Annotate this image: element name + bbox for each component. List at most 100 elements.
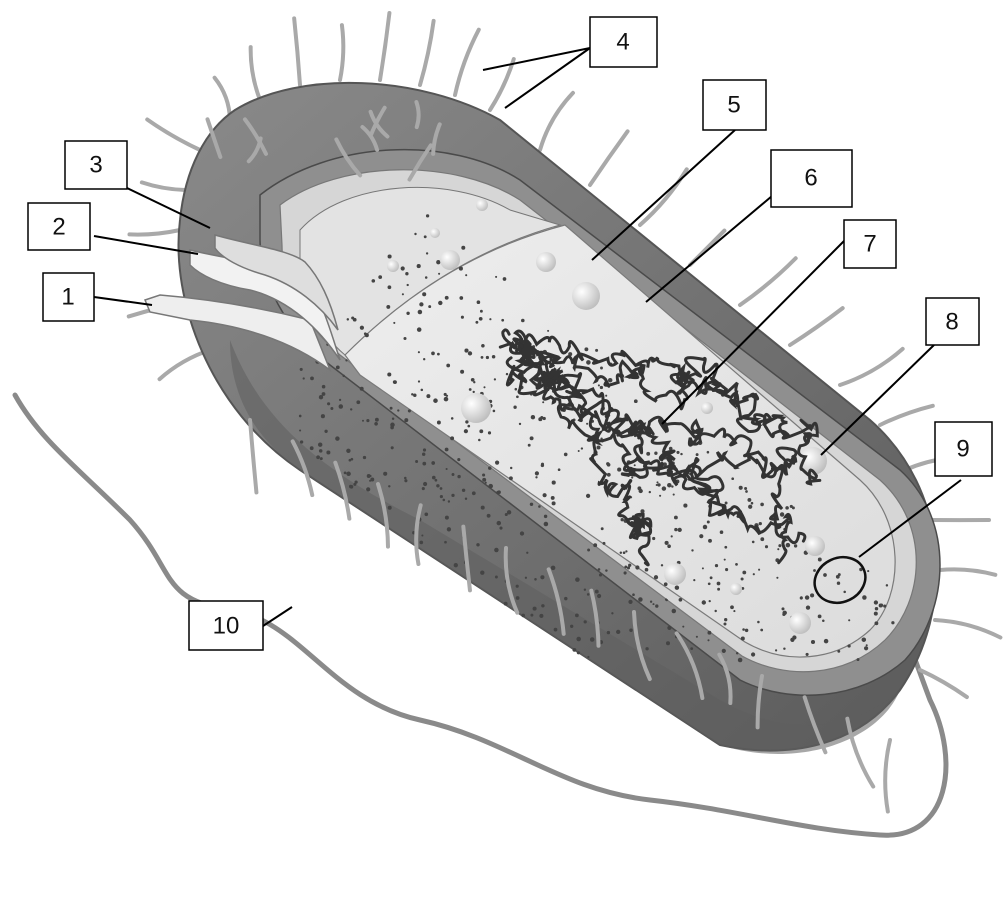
ribosome-dot (575, 577, 580, 582)
ribosome-dot (707, 639, 709, 641)
ribosome-dot (717, 582, 721, 586)
ribosome-dot (481, 344, 485, 348)
label-7: 7 (844, 220, 896, 268)
ribosome-dot (494, 548, 498, 552)
ribosome-dot (638, 597, 643, 602)
ribosome-dot (530, 503, 533, 506)
ribosome-dot (822, 620, 825, 623)
label-1-text: 1 (61, 284, 74, 311)
ribosome-dot (459, 296, 463, 300)
ribosome-dot (699, 534, 703, 538)
ribosome-dot (724, 618, 727, 621)
ribosome-dot (735, 563, 738, 566)
ribosome-dot (339, 404, 343, 408)
ribosome-dot (413, 394, 417, 398)
ribosome-dot (310, 446, 314, 450)
ribosome-dot (778, 544, 781, 547)
ribosome-dot (469, 388, 472, 391)
ribosome-dot (366, 419, 369, 422)
label-2-text: 2 (52, 214, 65, 241)
ribosome-dot (605, 569, 607, 571)
ribosome-dot (662, 486, 666, 490)
ribosome-dot (654, 452, 657, 455)
ribosome-dot (393, 380, 396, 383)
ribosome-dot (450, 436, 454, 440)
ribosome-dot (599, 573, 602, 576)
ribosome-dot (503, 277, 507, 281)
ribosome-dot (351, 458, 354, 461)
ribosome-dot (661, 564, 663, 566)
ribosome-dot (423, 358, 425, 360)
ribosome-dot (388, 254, 392, 258)
pilus (840, 349, 903, 385)
ribosome-dot (786, 543, 791, 548)
ribosome-dot (300, 440, 303, 443)
ribosome-dot (444, 397, 449, 402)
ribosome-dot (319, 449, 323, 453)
ribosome-dot (388, 485, 390, 487)
ribosome-dot (507, 510, 511, 514)
inclusion (387, 260, 399, 272)
ribosome-dot (299, 429, 301, 431)
ribosome-dot (649, 491, 651, 493)
ribosome-dot (707, 521, 710, 524)
ribosome-dot (710, 576, 713, 579)
ribosome-dot (383, 472, 387, 476)
ribosome-dot (342, 375, 344, 377)
ribosome-dot (506, 373, 508, 375)
ribosome-dot (471, 378, 475, 382)
ribosome-dot (516, 395, 519, 398)
ribosome-dot (666, 599, 668, 601)
ribosome-dot (760, 537, 764, 541)
label-3: 3 (65, 141, 127, 189)
ribosome-dot (635, 565, 639, 569)
ribosome-dot (479, 317, 483, 321)
ribosome-dot (476, 543, 479, 546)
ribosome-dot (715, 564, 718, 567)
ribosome-dot (575, 614, 579, 618)
ribosome-dot (319, 395, 323, 399)
pilus (790, 308, 843, 345)
ribosome-dot (365, 333, 369, 337)
ribosome-dot (611, 612, 613, 614)
ribosome-dot (339, 399, 341, 401)
ribosome-dot (446, 364, 450, 368)
ribosome-dot (544, 515, 547, 518)
ribosome-dot (465, 498, 467, 500)
ribosome-dot (419, 302, 423, 306)
ribosome-dot (461, 316, 464, 319)
ribosome-dot (459, 267, 463, 271)
ribosome-dot (451, 494, 454, 497)
ribosome-dot (431, 461, 435, 465)
pilus (294, 18, 300, 85)
ribosome-dot (739, 486, 743, 490)
ribosome-dot (600, 386, 603, 389)
ribosome-dot (620, 551, 622, 553)
ribosome-dot (438, 301, 442, 305)
ribosome-dot (792, 635, 796, 639)
ribosome-dot (586, 423, 588, 425)
ribosome-dot (742, 628, 745, 631)
ribosome-dot (520, 531, 524, 535)
ribosome-dot (390, 426, 394, 430)
ribosome-dot (650, 601, 652, 603)
inclusion (461, 393, 491, 423)
ribosome-dot (418, 380, 420, 382)
ribosome-dot (477, 300, 481, 304)
ribosome-dot (525, 577, 527, 579)
ribosome-dot (680, 453, 682, 455)
pilus (129, 230, 180, 235)
ribosome-dot (679, 598, 683, 602)
ribosome-dot (595, 349, 598, 352)
ribosome-dot (709, 600, 711, 602)
ribosome-dot (564, 597, 567, 600)
inclusion (536, 252, 556, 272)
ribosome-dot (436, 484, 439, 487)
ribosome-dot (526, 552, 528, 554)
ribosome-dot (415, 460, 418, 463)
ribosome-dot (510, 467, 512, 469)
ribosome-dot (320, 457, 323, 460)
ribosome-dot (558, 468, 561, 471)
label-3-text: 3 (89, 152, 102, 179)
ribosome-dot (418, 351, 420, 353)
